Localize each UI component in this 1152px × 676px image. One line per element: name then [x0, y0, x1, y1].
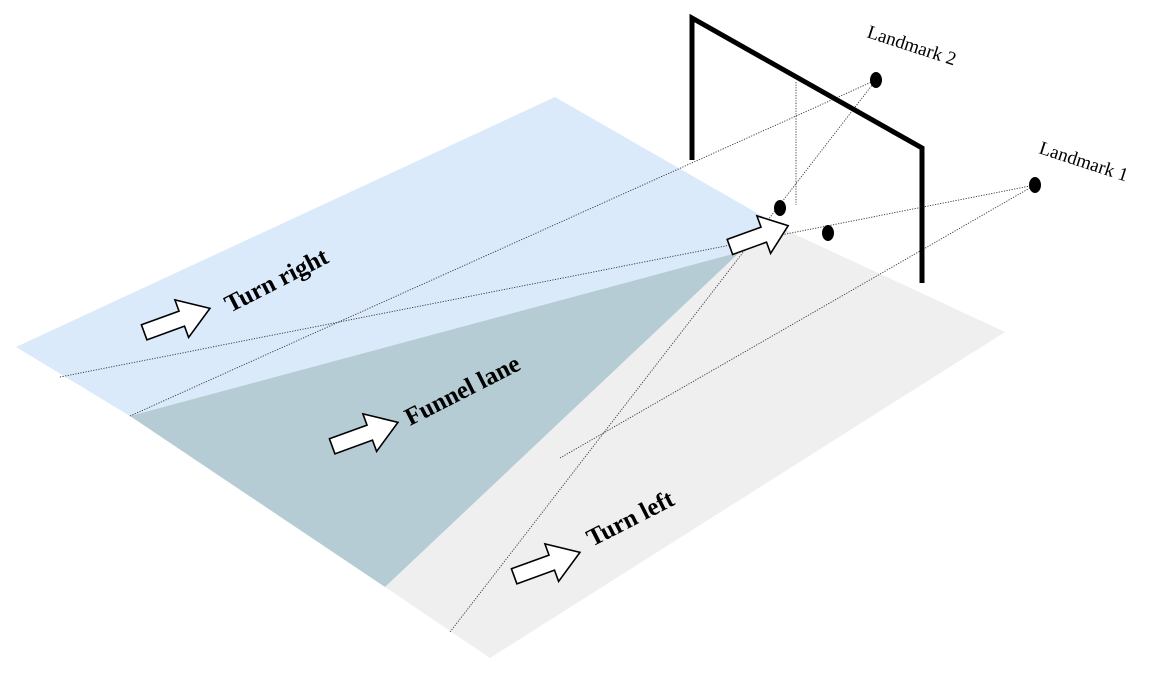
sight-line — [59, 184, 1036, 378]
landmark-2-label: Landmark 2 — [864, 22, 958, 71]
turn-right-arrow-icon — [140, 298, 212, 341]
sight-line — [559, 184, 1036, 459]
funnel-lane-region — [130, 252, 740, 587]
sight-lines — [59, 79, 1036, 633]
robot-arrow-icon — [726, 214, 790, 256]
sight-line — [449, 79, 877, 633]
frame-top-beam — [689, 13, 925, 283]
turn-right-region — [16, 97, 790, 416]
wall-frame — [689, 13, 925, 283]
landmark-1-label: Landmark 1 — [1036, 138, 1130, 187]
feature-point-marker — [774, 200, 786, 216]
sight-line — [129, 79, 877, 417]
turn-left-arrow-icon — [510, 542, 582, 585]
landmark-2-marker — [870, 72, 882, 88]
funnel-lane-arrow-icon — [328, 412, 400, 455]
feature-point-marker — [822, 225, 834, 241]
landmark-1-marker — [1029, 177, 1041, 193]
turn-left-region — [385, 232, 1005, 658]
